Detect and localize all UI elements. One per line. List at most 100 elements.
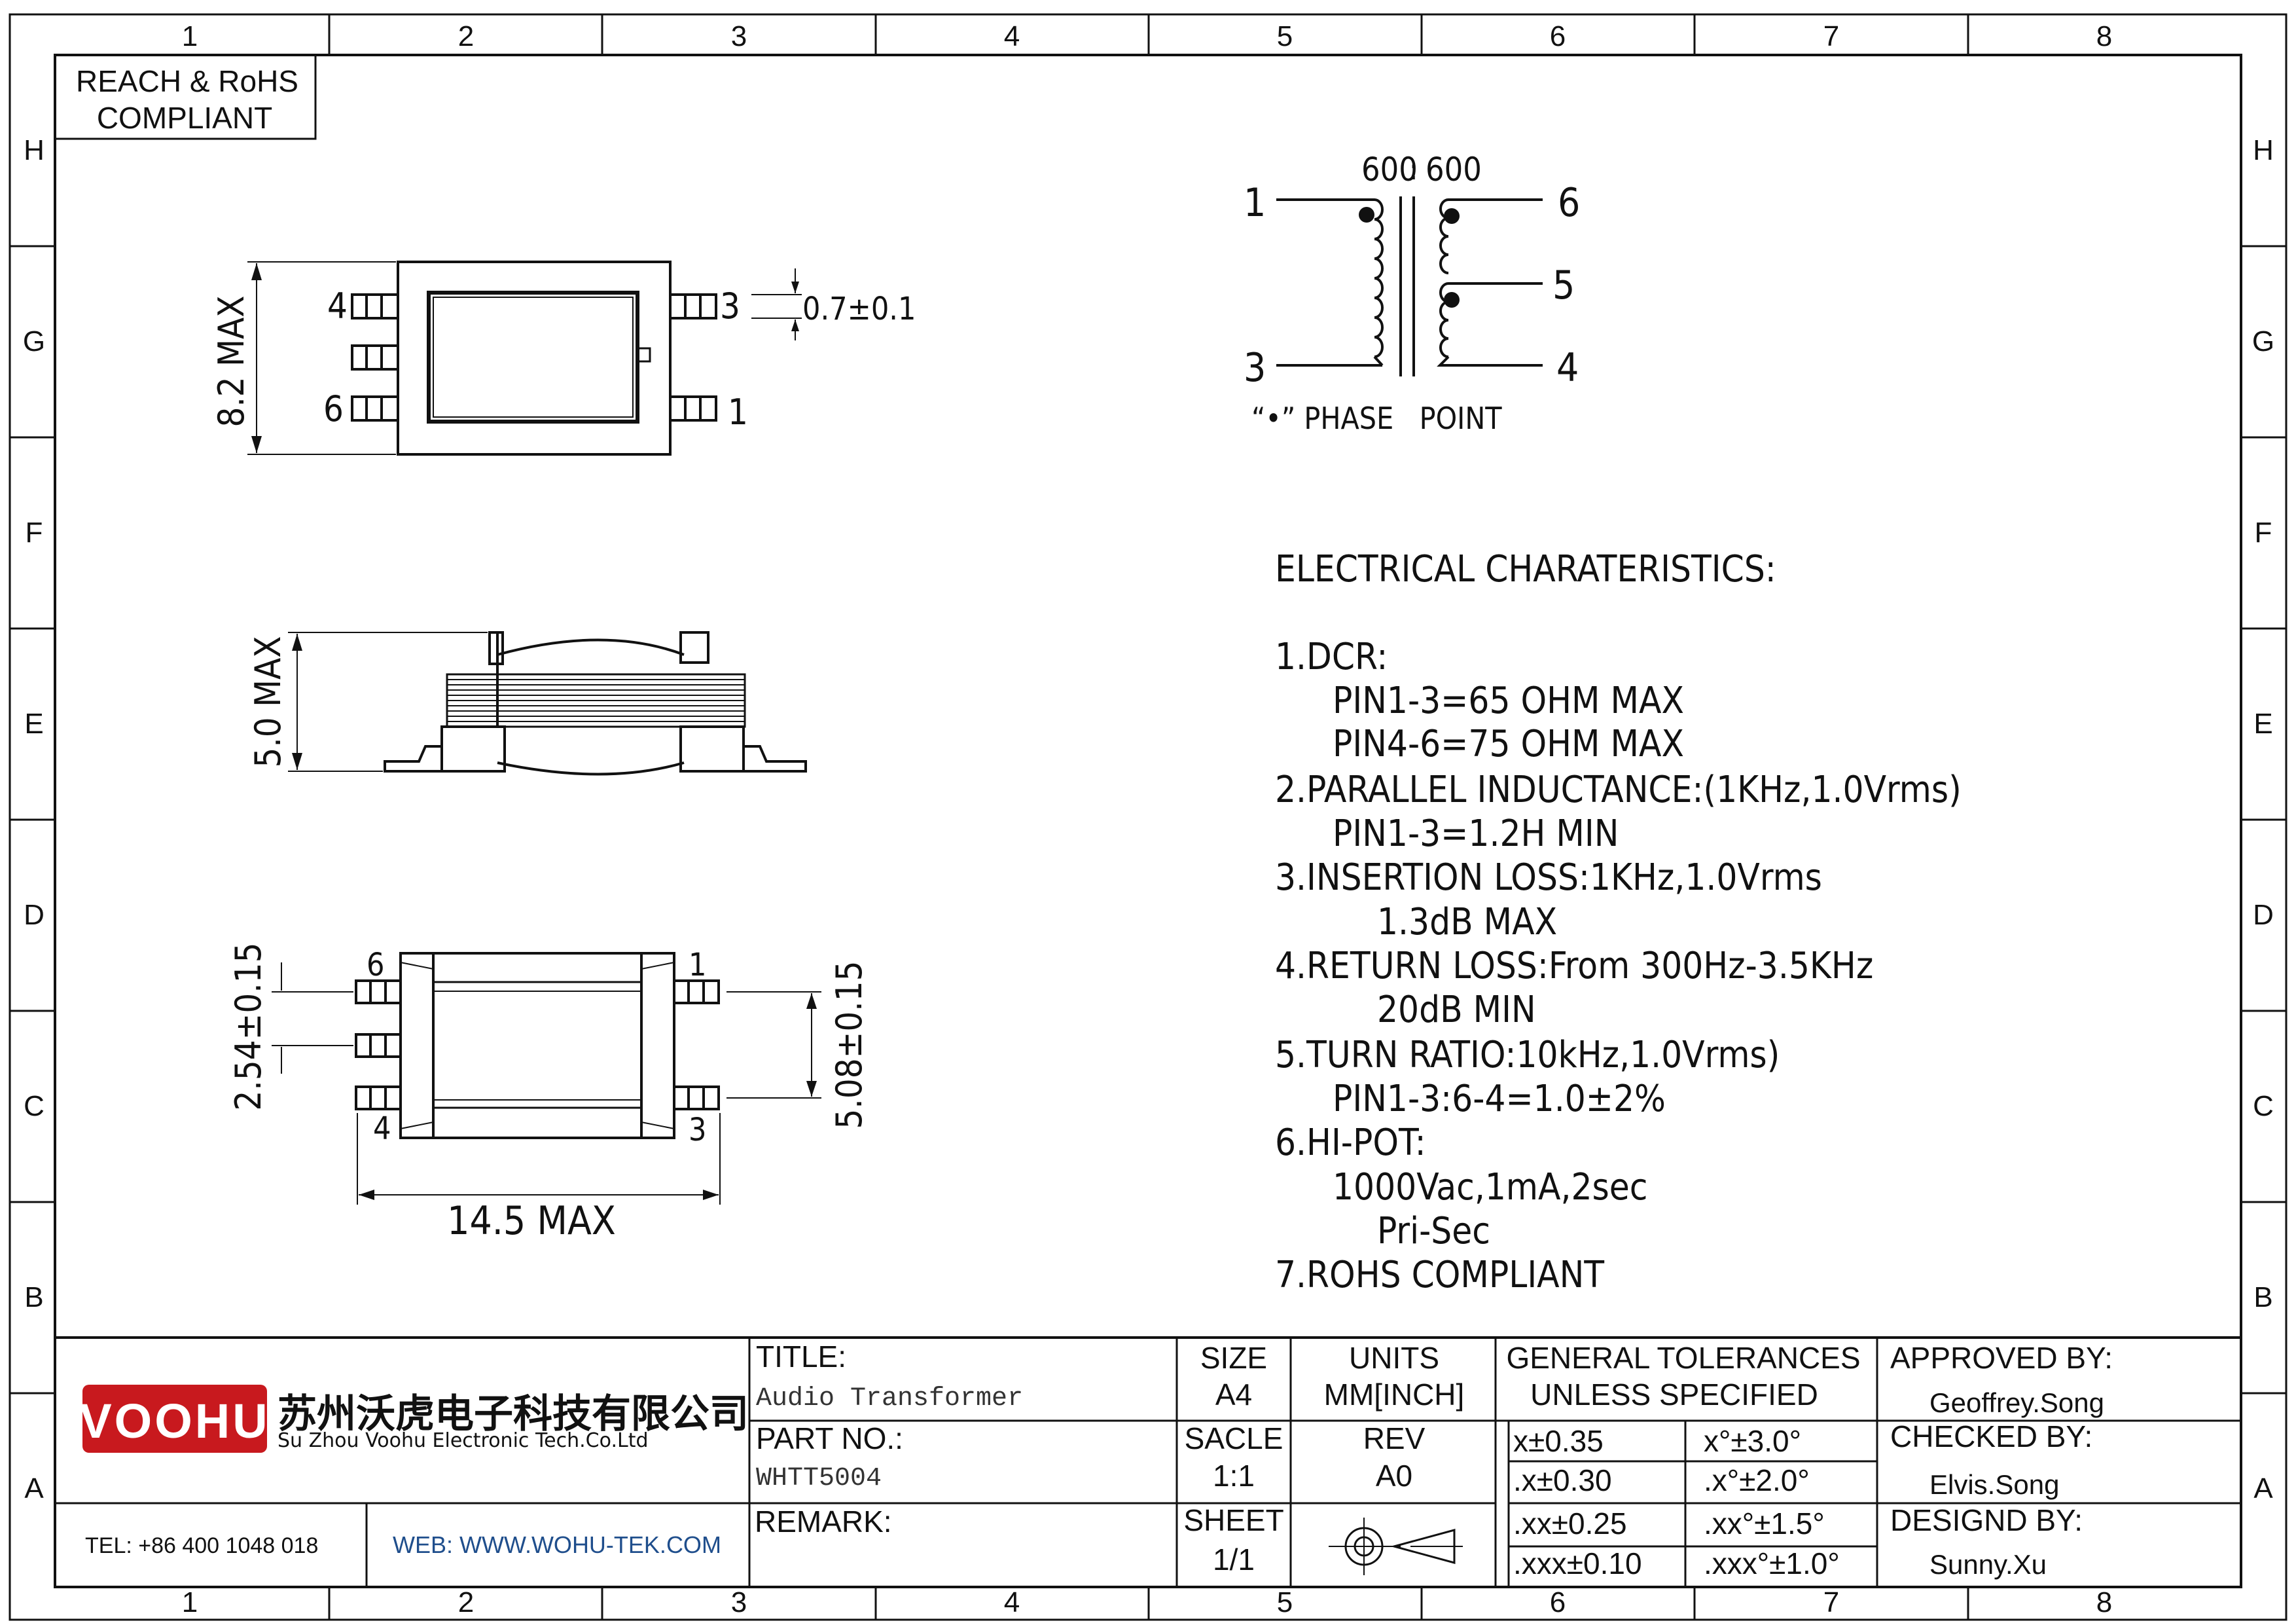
schematic-pin-3: 3 [1244, 345, 1266, 391]
company-name-cn: 苏州沃虎电子科技有限公司 [278, 1391, 749, 1437]
ratio-right: 600 [1426, 151, 1482, 189]
row-label-left: B [24, 1281, 43, 1313]
row-label-left: E [24, 708, 43, 740]
schematic-pin-6: 6 [1558, 180, 1580, 226]
col-label-bottom: 2 [458, 1586, 474, 1618]
bottom-view-pin-6: 6 [367, 947, 384, 983]
spec-line: 20dB MIN [1377, 989, 1536, 1031]
spec-line: 1000Vac,1mA,2sec [1333, 1166, 1647, 1209]
spec-line: 5.TURN RATIO:10kHz,1.0Vrms) [1275, 1034, 1780, 1076]
col-label-bottom: 8 [2096, 1586, 2112, 1618]
compliance-line-2: COMPLIANT [97, 101, 272, 135]
tolerance-title-1: GENERAL TOLERANCES [1506, 1341, 1860, 1375]
logo-text: VOOHU [79, 1394, 270, 1448]
size-value: A4 [1215, 1377, 1252, 1412]
electrical-characteristics: ELECTRICAL CHARATERISTICS: 1.DCR: PIN1-3… [1275, 548, 1962, 1296]
bottom-view-pin-4: 4 [373, 1110, 391, 1147]
approved-label: APPROVED BY: [1890, 1341, 2113, 1375]
rev-value: A0 [1376, 1459, 1412, 1493]
schematic-pin-1: 1 [1244, 180, 1266, 226]
row-label-right: H [2253, 134, 2274, 166]
company-name-en: Su Zhou Voohu Electronic Tech.Co.Ltd [278, 1429, 649, 1452]
rev-label: REV [1363, 1421, 1426, 1455]
side-view-height-dim: 5.0 MAX [247, 636, 289, 767]
row-label-right: E [2253, 708, 2272, 740]
row-label-right: A [2253, 1472, 2273, 1504]
col-label-bottom: 6 [1550, 1586, 1566, 1618]
spec-line: 6.HI-POT: [1275, 1122, 1426, 1164]
col-label-bottom: 1 [182, 1586, 198, 1618]
bottom-view-pin-3: 3 [689, 1112, 706, 1148]
top-view-pitch-dim: 0.7±0.1 [802, 291, 916, 327]
contact-web[interactable]: WEB: WWW.WOHU-TEK.COM [393, 1531, 721, 1558]
company-logo: VOOHU 苏州沃虎电子科技有限公司 Su Zhou Voohu Electro… [79, 1385, 749, 1453]
col-label-top: 5 [1277, 20, 1293, 52]
schematic-pin-5: 5 [1552, 263, 1575, 308]
col-label-top: 8 [2096, 20, 2112, 52]
bottom-view-pitch-dim: 2.54±0.15 [228, 943, 269, 1111]
title-value: Audio Transformer [756, 1384, 1023, 1413]
frame-column-labels: 1 2 3 4 5 6 7 8 1 2 3 4 5 6 7 8 [182, 20, 2112, 1618]
logo-badge [82, 1385, 267, 1453]
col-label-bottom: 7 [1823, 1586, 1839, 1618]
design-value: Sunny.Xu [1929, 1549, 2047, 1580]
side-view [288, 631, 807, 776]
sheet-label: SHEET [1183, 1503, 1283, 1537]
row-label-right: B [2253, 1281, 2272, 1313]
row-label-left: F [26, 517, 43, 549]
top-view-pin-1: 1 [728, 392, 748, 433]
row-label-left: D [24, 899, 45, 931]
size-label: SIZE [1200, 1341, 1267, 1375]
top-view-pin-3: 3 [720, 285, 740, 327]
tolerance-linear: x±0.35 [1513, 1424, 1604, 1458]
part-value: WHTT5004 [756, 1464, 882, 1493]
spec-line: 4.RETURN LOSS:From 300Hz-3.5KHz [1275, 945, 1873, 987]
top-view-height-dim: 8.2 MAX [211, 295, 252, 427]
bottom-view [272, 952, 821, 1205]
top-view-labels: 8.2 MAX 0.7±0.1 4 3 6 1 [211, 285, 916, 433]
title-label: TITLE: [756, 1340, 846, 1374]
title-block-grid [55, 1336, 2241, 1587]
schematic-labels: 600 : 600 1 3 6 5 4 “•” PHASE POINT [1244, 151, 1580, 436]
phase-point-label: “•” PHASE POINT [1251, 401, 1502, 436]
row-label-right: D [2253, 899, 2274, 931]
compliance-box: REACH & RoHS COMPLIANT [54, 54, 317, 140]
col-label-top: 1 [182, 20, 198, 52]
phase-dot-primary [1359, 207, 1374, 223]
top-view-pin-6: 6 [323, 388, 344, 429]
spec-line: 3.INSERTION LOSS:1KHz,1.0Vrms [1275, 856, 1822, 899]
scale-label: SACLE [1185, 1421, 1283, 1455]
col-label-top: 4 [1004, 20, 1020, 52]
col-label-top: 6 [1550, 20, 1566, 52]
frame-row-labels: H G F E D C B A H G F E D C B A [23, 134, 2274, 1504]
col-label-top: 7 [1823, 20, 1839, 52]
tolerance-title-2: UNLESS SPECIFIED [1530, 1377, 1818, 1412]
row-label-left: H [24, 134, 45, 166]
tolerance-angular: .x°±2.0° [1704, 1463, 1810, 1497]
col-label-bottom: 5 [1277, 1586, 1293, 1618]
checked-label: CHECKED BY: [1890, 1419, 2092, 1453]
title-block-text: TITLE: Audio Transformer PART NO.: WHTT5… [755, 1340, 2113, 1580]
schematic-pin-4: 4 [1556, 345, 1579, 391]
col-label-top: 2 [458, 20, 474, 52]
drawing-frame [9, 13, 2287, 1621]
spec-line: PIN4-6=75 OHM MAX [1333, 723, 1684, 765]
tolerance-linear: .x±0.30 [1513, 1463, 1612, 1497]
top-view [247, 261, 802, 456]
scale-value: 1:1 [1213, 1459, 1255, 1493]
tolerance-angular: .xx°±1.5° [1704, 1506, 1825, 1541]
row-label-left: C [24, 1090, 45, 1122]
checked-value: Elvis.Song [1929, 1469, 2059, 1500]
units-value: MM[INCH] [1324, 1377, 1465, 1412]
contact-tel: TEL: +86 400 1048 018 [85, 1533, 318, 1558]
electrical-heading: ELECTRICAL CHARATERISTICS: [1275, 548, 1776, 591]
row-label-right: C [2253, 1090, 2274, 1122]
bottom-view-labels: 2.54±0.15 5.08±0.15 14.5 MAX 6 1 4 3 [228, 943, 870, 1244]
spec-line: PIN1-3=65 OHM MAX [1333, 680, 1684, 722]
tolerance-angular: x°±3.0° [1704, 1424, 1801, 1458]
spec-line: PIN1-3:6-4=1.0±2% [1333, 1078, 1666, 1120]
spec-line: Pri-Sec [1377, 1210, 1490, 1252]
bottom-view-span-dim: 5.08±0.15 [829, 961, 870, 1129]
row-label-right: F [2255, 517, 2272, 549]
